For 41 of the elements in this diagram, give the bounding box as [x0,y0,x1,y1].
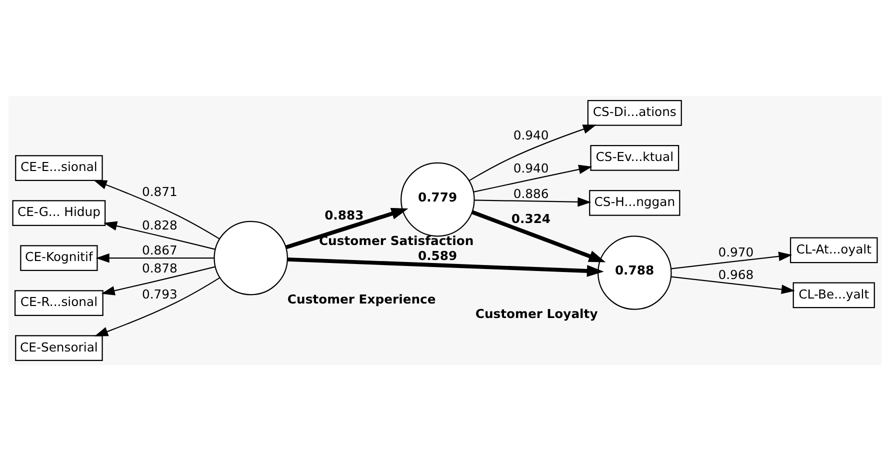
node-box: CS-Ev...ktual [590,144,680,170]
edge-label: 0.970 [718,245,754,260]
node-circle: 0.788 [598,235,672,310]
edge-label: 0.940 [513,128,549,142]
edge-label: 0.828 [142,218,178,232]
node-box: CE-G... Hidup [12,200,106,226]
edge-label: 0.867 [142,242,178,257]
node-box: CL-Be...yalt [792,282,875,308]
edge-label: 0.883 [324,208,364,222]
arrow [474,196,592,206]
arrow [101,266,216,295]
arrow [285,207,408,249]
arrow [472,210,606,262]
node-box: CL-At...oyalt [790,236,878,263]
edge-label: 0.878 [142,260,178,275]
edge-label: 0.886 [513,186,549,201]
arrow [469,124,596,181]
node-box: CE-Kognitif [20,244,98,271]
arrow [94,276,220,336]
node-circle: 0.779 [400,162,475,236]
node-box: CS-Di...ations [587,99,682,126]
edge-label: 0.589 [418,248,458,263]
node-label: Customer Loyalty [475,306,598,321]
arrow [103,220,216,250]
arrow [93,179,220,239]
node-box: CE-E...sional [15,154,103,180]
edge-label: 0.940 [513,160,549,175]
edge-label: 0.968 [718,268,754,282]
arrow [671,251,792,269]
arrow [96,252,214,262]
node-box: CE-R...sional [14,290,104,316]
arrow [473,164,592,192]
arrow [671,276,795,294]
edge-label: 0.324 [511,211,551,226]
edge-label: 0.793 [142,286,178,301]
node-label: Customer Experience [287,292,436,306]
node-circle [214,220,288,295]
node-box: CS-H...nggan [589,189,680,216]
node-box: CE-Sensorial [15,334,103,361]
edge-label: 0.871 [142,184,178,198]
arrow [287,256,604,276]
